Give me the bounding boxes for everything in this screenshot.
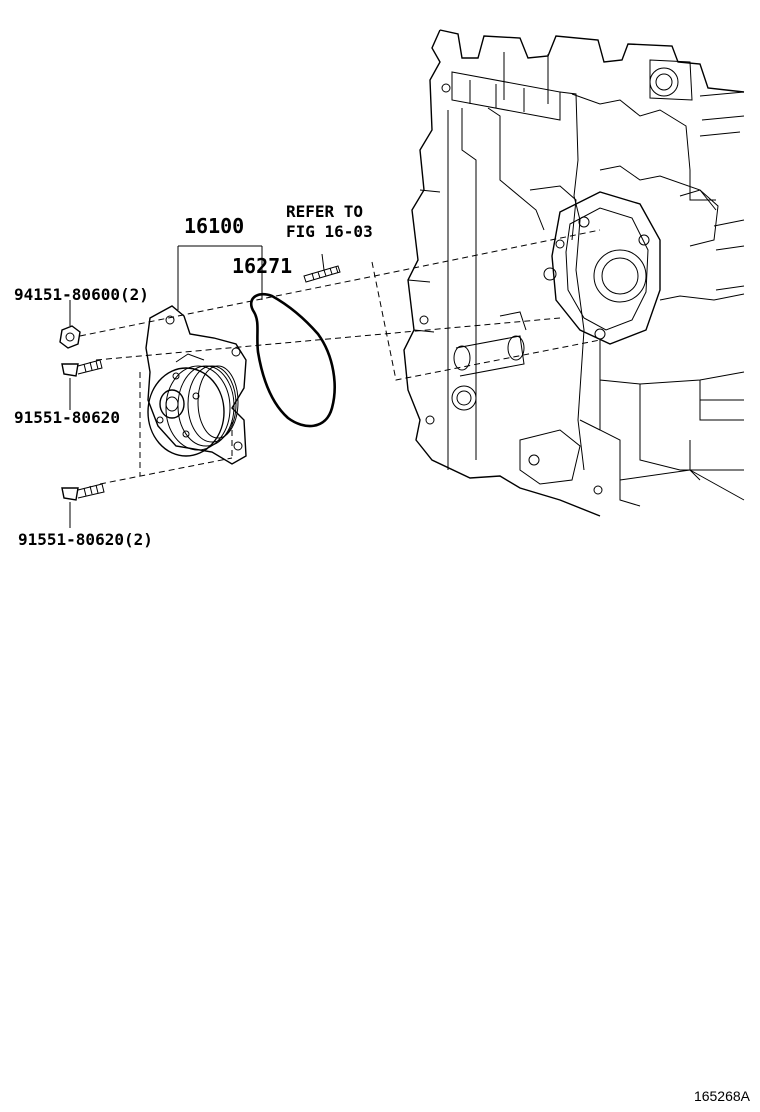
- part-number-bolt-short: 91551-80620: [14, 408, 120, 427]
- short-bolt-drawing: [61, 359, 103, 410]
- gasket-ring-drawing: [249, 292, 336, 428]
- part-number-nut: 94151-80600(2): [14, 285, 149, 304]
- part-number-gasket: 16271: [232, 254, 293, 278]
- refer-note-line2: FIG 16-03: [286, 222, 373, 241]
- part-number-pump-assembly: 16100: [184, 214, 245, 238]
- part-number-bolt-long: 91551-80620(2): [18, 530, 153, 549]
- refer-note-line1: REFER TO: [286, 202, 364, 221]
- engine-block-outline: [403, 29, 745, 517]
- water-pump-drawing: [145, 305, 247, 465]
- figure-code: 165268A: [693, 1088, 750, 1104]
- long-bolt-drawing: [61, 483, 105, 528]
- alignment-dashed-lines: [79, 229, 601, 485]
- stud-drawing: [303, 253, 341, 283]
- nut-drawing: [59, 300, 81, 349]
